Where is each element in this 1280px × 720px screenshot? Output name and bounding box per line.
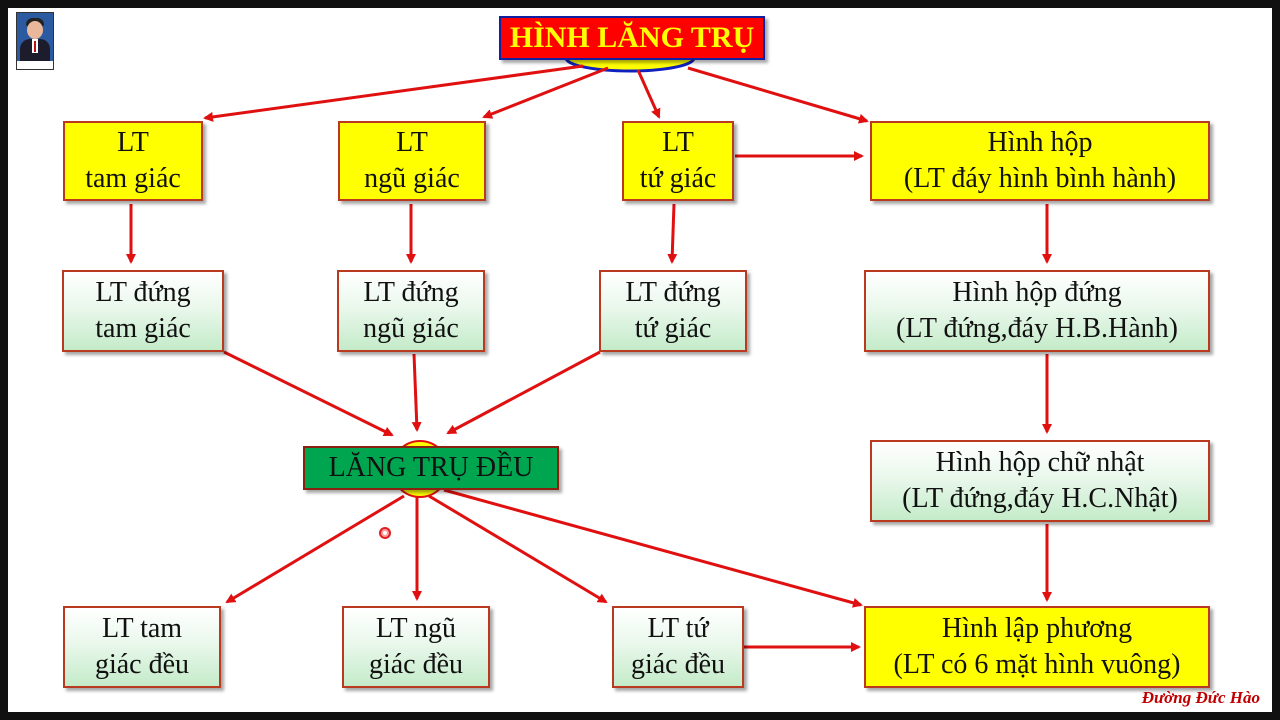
box-line2: giác đều [630,649,726,680]
author-photo [16,12,54,70]
box-line2: tứ giác [639,163,717,194]
pointer-cursor-icon [379,527,391,539]
author-signature: Đường Đức Hào [1141,688,1260,707]
box-line1: Hình hộp đứng [952,277,1122,308]
box-line2: ngũ giác [364,163,460,194]
arrow-title-to-lt-ngu-giac [482,66,609,119]
box-line1: Hình hộp [987,127,1093,158]
box-lt-tu-giac-deu: LT tứ giác đều [612,606,744,688]
box-line1: LT [396,127,428,158]
box-lt-ngu-giac: LT ngũ giác [338,121,486,201]
box-lt-tu-giac: LT tứ giác [622,121,734,201]
box-lt-tam-giac: LT tam giác [63,121,203,201]
arrow-dung-ngu-giac-to-deu [411,353,422,432]
arrow-dung-tu-giac-to-deu [446,350,601,435]
box-lt-dung-tu-giac: LT đứng tứ giác [599,270,747,352]
arrow-dung-tam-giac-to-deu [223,350,394,437]
box-line2: (LT đáy hình bình hành) [903,163,1177,194]
box-line1: LT đứng [363,277,459,308]
box-line2: ngũ giác [363,313,459,344]
box-line2: (LT có 6 mặt hình vuông) [893,649,1181,680]
box-hinh-hop-chu-nhat: Hình hộp chữ nhật (LT đứng,đáy H.C.Nhật) [870,440,1210,522]
box-hinh-lap-phuong: Hình lập phương (LT có 6 mặt hình vuông) [864,606,1210,688]
box-line1: LT đứng [95,277,191,308]
title-box: HÌNH LĂNG TRỤ [499,16,765,60]
box-line2: tứ giác [634,313,712,344]
title-text: HÌNH LĂNG TRỤ [509,21,755,54]
box-line2: giác đều [94,649,190,680]
box-lt-dung-ngu-giac: LT đứng ngũ giác [337,270,485,352]
arrow-title-to-lt-tu-giac [636,69,661,119]
box-line1: LT [117,127,149,158]
box-lt-dung-tam-giac: LT đứng tam giác [62,270,224,352]
box-line1: LT [662,127,694,158]
box-line2: tam giác [95,313,191,344]
box-line2: (LT đứng,đáy H.B.Hành) [896,313,1178,344]
arrow-title-to-hinh-hop [687,66,869,124]
box-line1: Hình lập phương [941,613,1133,644]
box-line1: LT tứ [647,613,709,644]
arrow-deu-to-lap-phuong [443,488,863,608]
box-line1: LT ngũ [375,613,457,644]
arrow-title-to-lt-tam-giac [203,64,584,122]
box-line1: LT đứng [625,277,721,308]
arrow-tu-giac-to-dung [667,203,678,264]
slide: HÌNH LĂNG TRỤ LT tam giác LT ngũ giác LT… [8,8,1272,712]
arrow-deu-to-tu-giac-deu [428,494,608,604]
regular-text: LĂNG TRỤ ĐỀU [328,452,534,483]
box-line2: giác đều [368,649,464,680]
box-lt-ngu-giac-deu: LT ngũ giác đều [342,606,490,688]
box-line1: LT tam [101,613,183,644]
box-lt-tam-giac-deu: LT tam giác đều [63,606,221,688]
arrow-deu-to-tam-giac-deu [225,494,405,604]
box-lang-tru-deu: LĂNG TRỤ ĐỀU [303,446,559,490]
box-hinh-hop-dung: Hình hộp đứng (LT đứng,đáy H.B.Hành) [864,270,1210,352]
box-line2: (LT đứng,đáy H.C.Nhật) [902,483,1178,514]
box-line1: Hình hộp chữ nhật [935,447,1145,478]
box-line2: tam giác [85,163,181,194]
box-hinh-hop: Hình hộp (LT đáy hình bình hành) [870,121,1210,201]
